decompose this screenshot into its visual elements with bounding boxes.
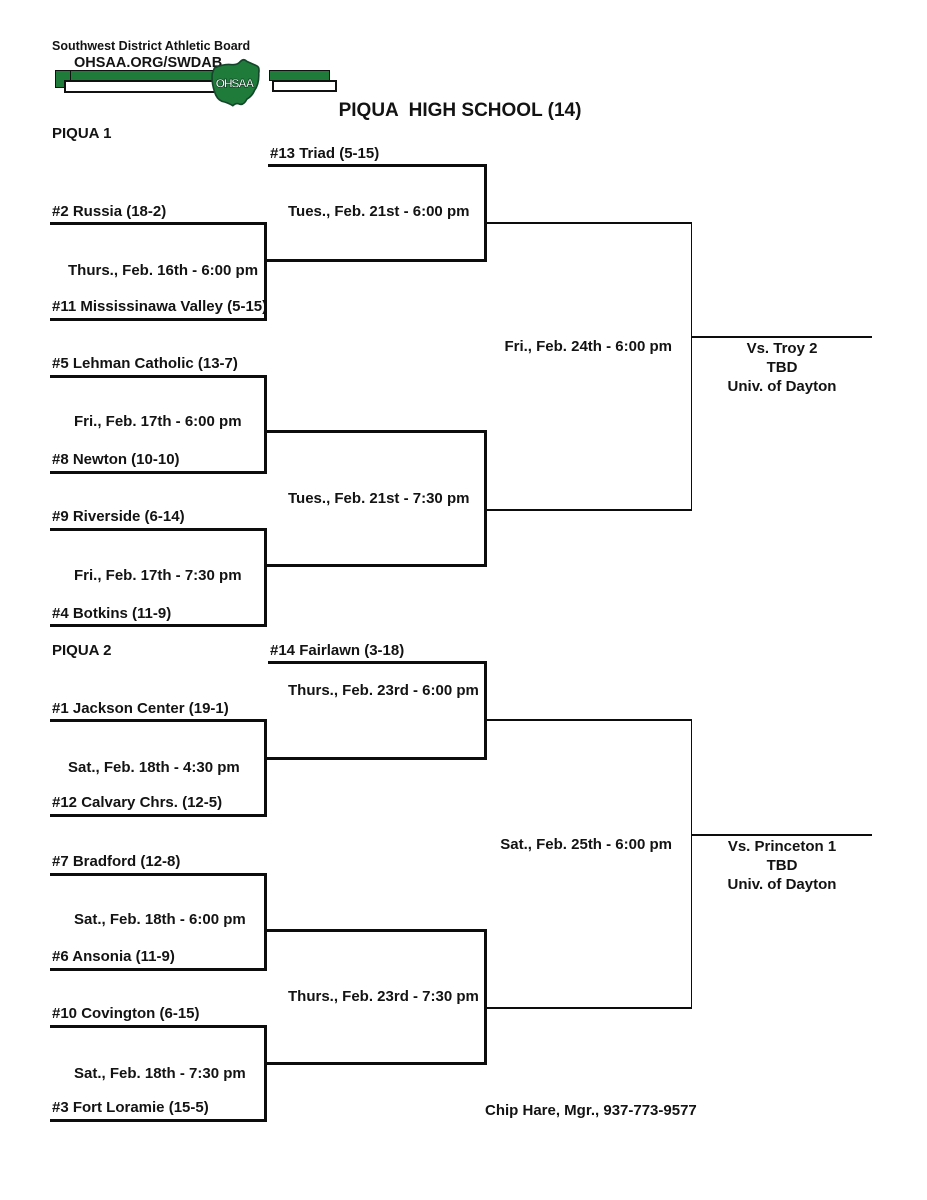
team-triad: #13 Triad (5-15)	[270, 145, 380, 162]
team-mississinawa: #11 Mississinawa Valley (5-15)	[52, 298, 268, 315]
bracket-line	[484, 929, 487, 1065]
advance2-time: TBD	[766, 857, 798, 874]
bracket-line	[484, 430, 487, 567]
team-russia: #2 Russia (18-2)	[52, 203, 167, 220]
bracket-line	[267, 430, 487, 433]
manager-contact: Chip Hare, Mgr., 937-773-9577	[485, 1102, 697, 1119]
bracket-line	[50, 471, 267, 474]
advance2-opponent: Vs. Princeton 1	[727, 838, 837, 855]
bracket-line	[486, 719, 692, 721]
game-label: Sat., Feb. 18th - 6:00 pm	[74, 911, 246, 928]
team-newton: #8 Newton (10-10)	[52, 451, 180, 468]
advance1-venue: Univ. of Dayton	[727, 378, 837, 395]
game-label: Sat., Feb. 18th - 7:30 pm	[74, 1065, 246, 1082]
game-label-final1: Fri., Feb. 24th - 6:00 pm	[504, 338, 672, 355]
bracket-line	[267, 1062, 487, 1065]
advance2-venue: Univ. of Dayton	[727, 876, 837, 893]
bracket-line	[264, 375, 267, 474]
bracket-line	[692, 834, 872, 836]
game-label: Sat., Feb. 18th - 4:30 pm	[68, 759, 240, 776]
bracket-line	[50, 968, 267, 971]
bracket-line	[50, 814, 267, 817]
bracket-line	[268, 661, 487, 664]
ohsaa-logo-text: OHSAA	[216, 76, 255, 90]
ohsaa-ohio-logo-icon: OHSAA	[211, 58, 260, 107]
team-botkins: #4 Botkins (11-9)	[52, 605, 172, 622]
team-covington: #10 Covington (6-15)	[52, 1005, 200, 1022]
bracket2-label: PIQUA 2	[52, 642, 112, 659]
game-label: Thurs., Feb. 23rd - 7:30 pm	[288, 988, 479, 1005]
bracket-line	[264, 528, 267, 627]
logo-stripe-left-white	[64, 80, 229, 93]
bracket-line	[267, 757, 487, 760]
team-fort-loramie: #3 Fort Loramie (15-5)	[52, 1099, 209, 1116]
team-ansonia: #6 Ansonia (11-9)	[52, 948, 175, 965]
bracket-line	[267, 564, 487, 567]
bracket-line	[264, 873, 267, 971]
bracket-line	[486, 222, 692, 224]
game-label: Tues., Feb. 21st - 7:30 pm	[288, 490, 470, 507]
bracket-line	[50, 719, 267, 722]
team-riverside: #9 Riverside (6-14)	[52, 508, 185, 525]
bracket-line	[50, 375, 267, 378]
team-calvary: #12 Calvary Chrs. (12-5)	[52, 794, 223, 811]
org-url-text: OHSAA.ORG/SWDAB	[74, 55, 223, 71]
game-label: Thurs., Feb. 23rd - 6:00 pm	[288, 682, 479, 699]
bracket-line	[267, 259, 487, 262]
bracket-line	[484, 661, 487, 760]
bracket-line	[50, 222, 267, 225]
bracket-line	[264, 1025, 267, 1122]
bracket-line	[50, 528, 267, 531]
game-label: Fri., Feb. 17th - 6:00 pm	[74, 413, 242, 430]
team-jackson-center: #1 Jackson Center (19-1)	[52, 700, 229, 717]
bracket-line	[484, 164, 487, 262]
bracket-line	[50, 1119, 267, 1122]
team-lehman: #5 Lehman Catholic (13-7)	[52, 355, 238, 372]
game-label: Fri., Feb. 17th - 7:30 pm	[74, 567, 242, 584]
game-label: Thurs., Feb. 16th - 6:00 pm	[68, 262, 259, 279]
bracket-line	[264, 222, 267, 321]
advance1-time: TBD	[766, 359, 798, 376]
bracket-line	[690, 719, 692, 1008]
bracket-line	[267, 929, 487, 932]
bracket-line	[50, 318, 267, 321]
bracket1-label: PIQUA 1	[52, 125, 112, 142]
page-title: PIQUA HIGH SCHOOL (14)	[338, 100, 582, 121]
org-name-text: Southwest District Athletic Board	[52, 39, 251, 53]
bracket-line	[268, 164, 487, 167]
bracket-line	[690, 222, 692, 510]
bracket-line	[50, 1025, 267, 1028]
bracket-line	[692, 336, 872, 338]
bracket-line	[264, 719, 267, 817]
advance1-opponent: Vs. Troy 2	[746, 340, 818, 357]
bracket-line	[486, 1007, 692, 1009]
game-label-final2: Sat., Feb. 25th - 6:00 pm	[500, 836, 672, 853]
bracket-line	[50, 873, 267, 876]
game-label: Tues., Feb. 21st - 6:00 pm	[288, 203, 470, 220]
team-fairlawn: #14 Fairlawn (3-18)	[270, 642, 405, 659]
logo-stripe-right-white	[272, 80, 337, 92]
bracket-line	[50, 624, 267, 627]
team-bradford: #7 Bradford (12-8)	[52, 853, 181, 870]
bracket-line	[486, 509, 692, 511]
